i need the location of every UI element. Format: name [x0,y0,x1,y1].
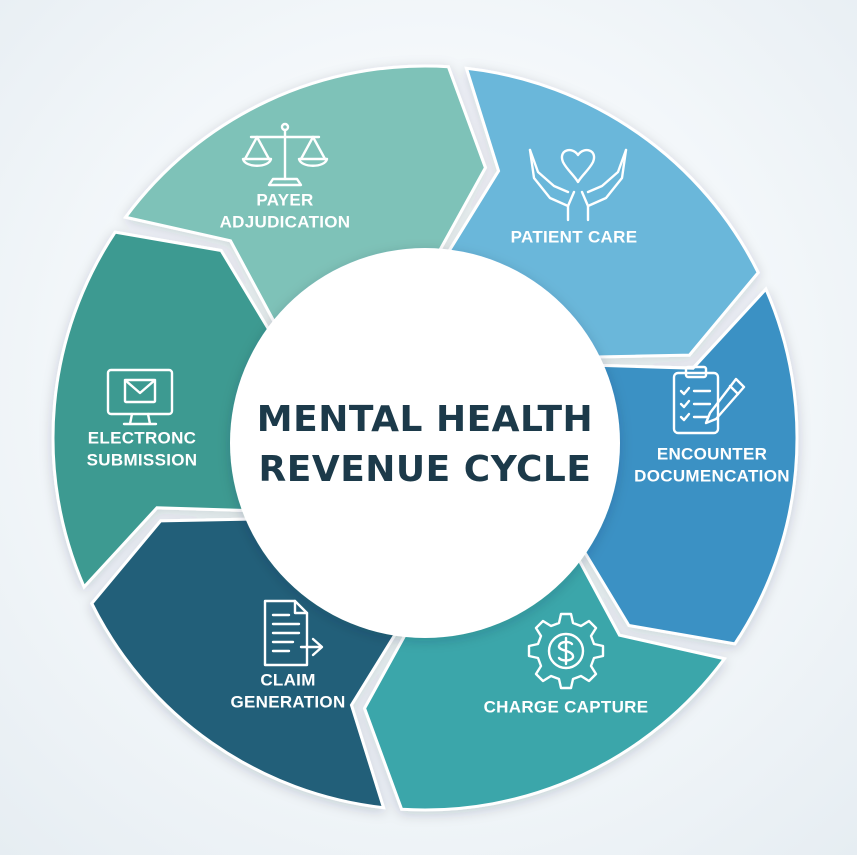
segment-label: DOCUMENCATION [634,466,790,485]
center-title-line2: REVENUE CYCLE [259,449,592,490]
monitor-envelope-icon [106,368,174,426]
segment-label: ELECTRONC [88,428,196,447]
segment-label: PAYER [256,190,313,209]
center-circle [230,248,620,638]
segment-label: GENERATION [230,692,345,711]
center-title-line1: MENTAL HEALTH [257,399,593,440]
cycle-segment-labels: PATIENT CARE ENCOUNTER DOCUMENCATION CHARGE… [87,190,790,716]
segment-label: ENCOUNTER [657,444,767,463]
cycle-segments [51,64,799,812]
segment-label: CLAIM [260,670,315,689]
segment-label: ADJUDICATION [220,212,351,231]
segment-label: PATIENT CARE [511,227,638,246]
scales-icon [241,122,329,187]
segment-label: CHARGE CAPTURE [484,697,649,716]
segment-label: SUBMISSION [87,450,198,469]
gear-dollar-icon [527,612,605,690]
clipboard-pen-icon [672,365,746,435]
document-arrow-icon [263,599,324,667]
hands-heart-icon [528,148,628,222]
